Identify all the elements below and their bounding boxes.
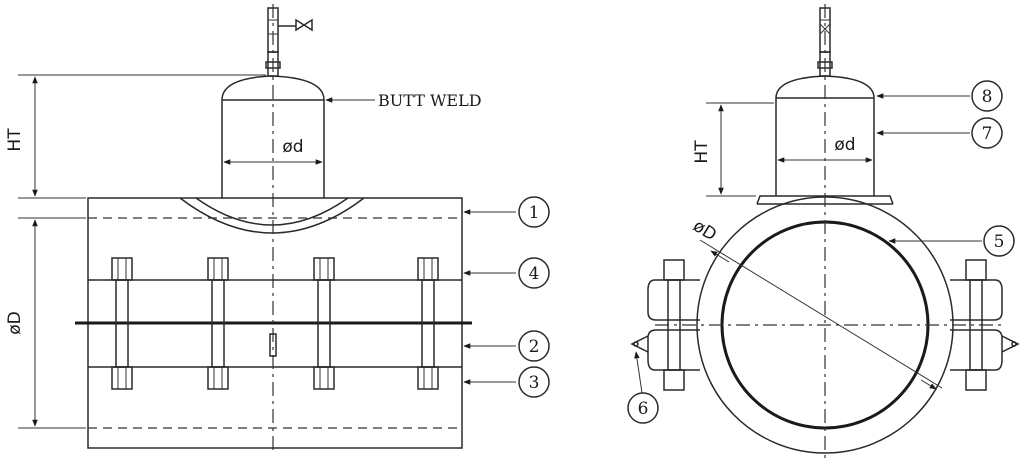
callout-7: 7 bbox=[971, 117, 1003, 149]
end-view: øD HT ød 8 7 5 6 bbox=[627, 4, 1020, 458]
ht-label-left: HT bbox=[5, 128, 25, 152]
big-d-label-right: øD bbox=[689, 216, 720, 245]
bolt-1 bbox=[111, 257, 133, 390]
callout-2: 2 bbox=[518, 330, 550, 362]
svg-text:6: 6 bbox=[638, 399, 649, 419]
callout-4: 4 bbox=[518, 257, 550, 289]
svg-text:4: 4 bbox=[529, 264, 540, 284]
svg-text:1: 1 bbox=[529, 203, 540, 223]
bolt-2 bbox=[207, 257, 229, 390]
big-d-label-left: øD bbox=[5, 311, 25, 335]
ht-label-right: HT bbox=[692, 140, 712, 164]
side-view: HT øD ød BUTT WELD 1 4 2 3 bbox=[5, 4, 550, 450]
callout-3: 3 bbox=[518, 366, 550, 398]
svg-text:3: 3 bbox=[529, 373, 540, 393]
butt-weld-label: BUTT WELD bbox=[378, 91, 482, 110]
small-d-label-left: ød bbox=[282, 137, 303, 157]
callout-1: 1 bbox=[518, 196, 550, 228]
bolt-4 bbox=[417, 257, 439, 390]
svg-text:8: 8 bbox=[982, 87, 993, 107]
callout-6: 6 bbox=[627, 392, 659, 424]
svg-text:5: 5 bbox=[994, 232, 1005, 252]
callout-5: 5 bbox=[983, 225, 1015, 257]
bolt-3 bbox=[313, 257, 335, 390]
svg-text:2: 2 bbox=[529, 337, 540, 357]
small-d-label-right: ød bbox=[834, 135, 855, 155]
svg-text:7: 7 bbox=[982, 124, 993, 144]
callout-8: 8 bbox=[971, 80, 1003, 112]
